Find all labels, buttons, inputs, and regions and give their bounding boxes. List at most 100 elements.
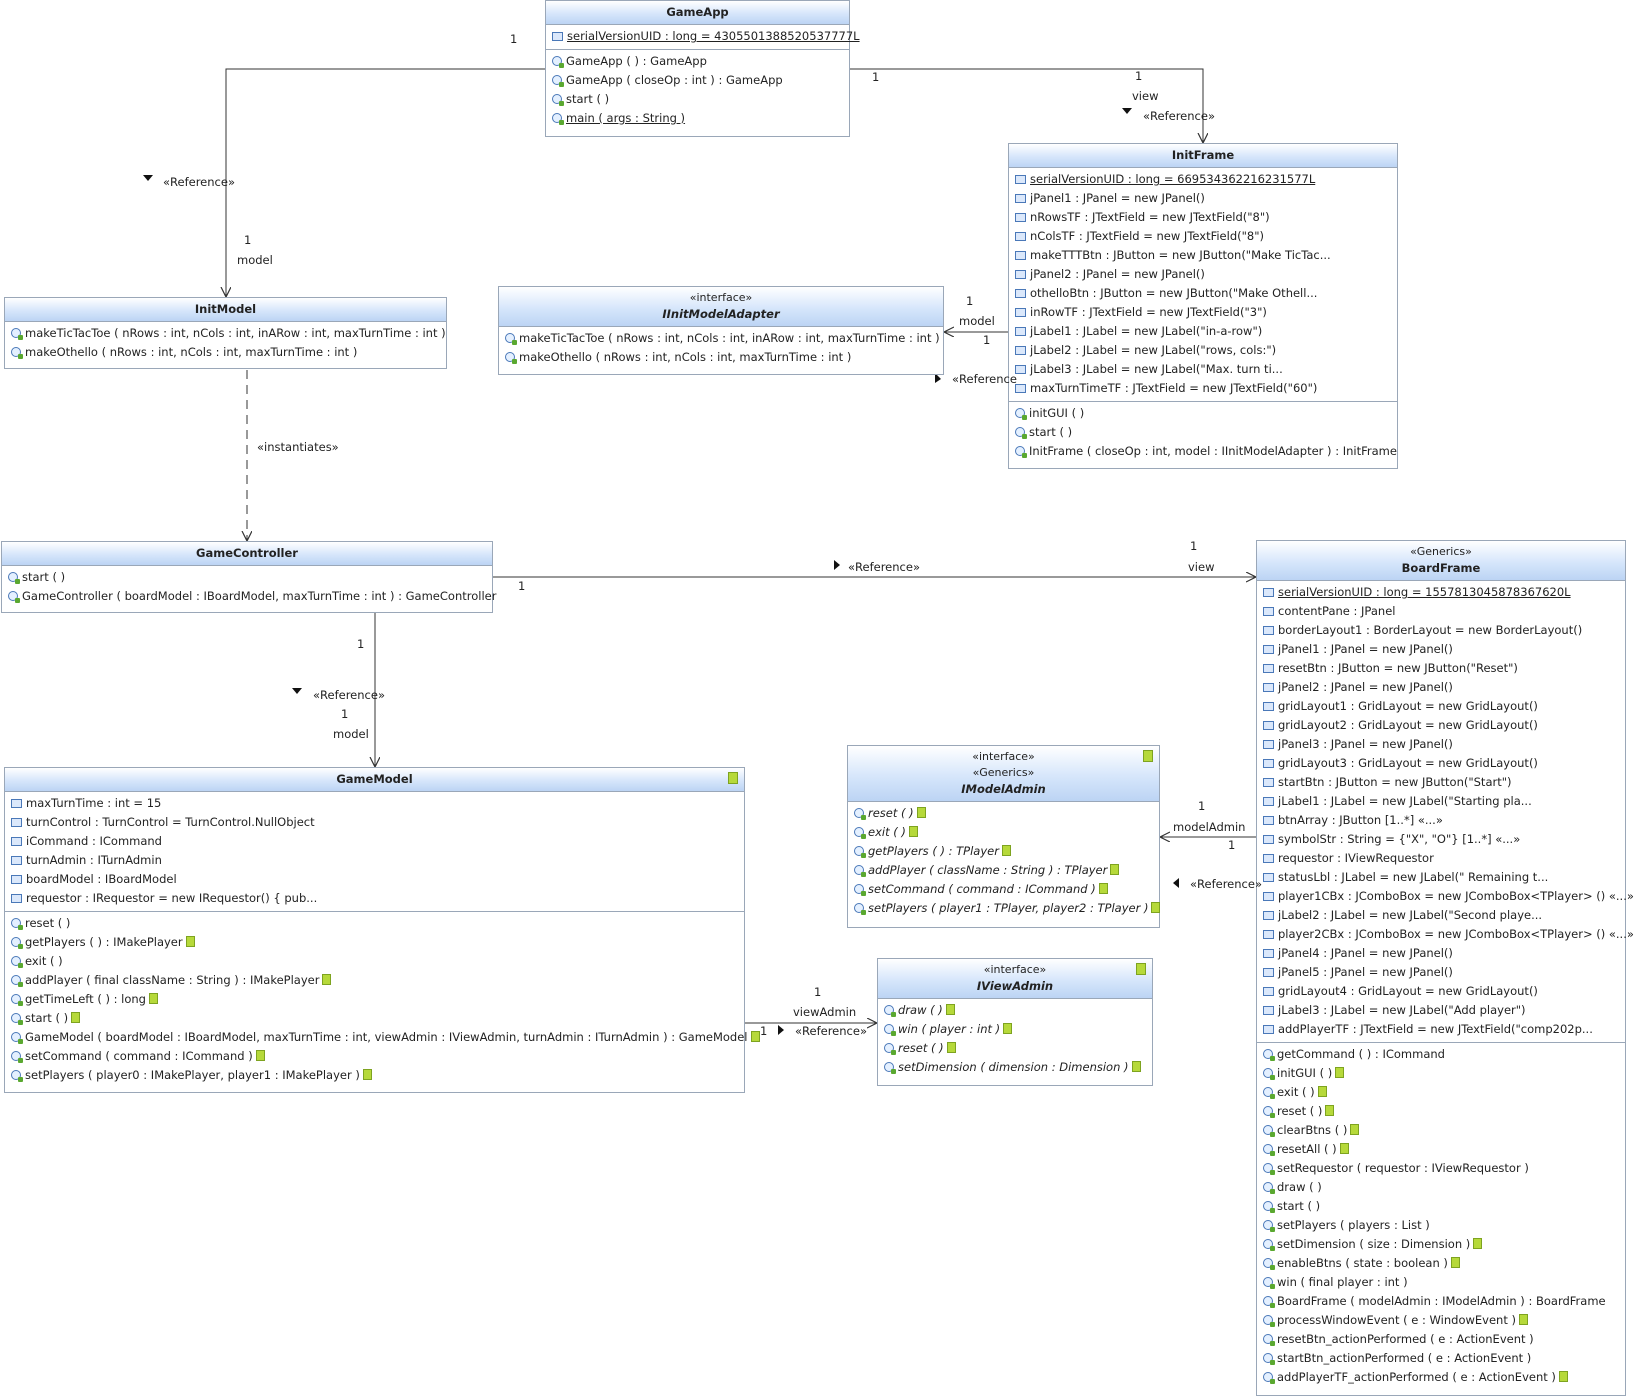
field-icon: [1263, 930, 1274, 939]
class-gamecontroller[interactable]: GameController start ( ) GameController …: [1, 541, 496, 613]
stereotype-label: «interface»: [983, 963, 1047, 976]
class-iinitmodeladapter[interactable]: «interface» IInitModelAdapter makeTicTac…: [498, 286, 944, 375]
field-row: othelloBtn : JButton = new JButton("Make…: [1009, 284, 1397, 303]
field-row: maxTurnTimeTF : JTextField = new JTextFi…: [1009, 379, 1397, 398]
method-icon: [11, 1051, 23, 1063]
method-icon: [854, 865, 866, 877]
multiplicity-label: 1: [814, 985, 822, 999]
field-row: jLabel1 : JLabel = new JLabel("in-a-row"…: [1009, 322, 1397, 341]
field-row: jPanel2 : JPanel = new JPanel(): [1009, 265, 1397, 284]
method-icon: [505, 333, 517, 345]
field-icon: [1263, 835, 1274, 844]
field-row: jPanel5 : JPanel = new JPanel(): [1257, 963, 1625, 982]
method-icon: [1263, 1125, 1275, 1137]
field-icon: [1263, 740, 1274, 749]
methods-section: initGUI ( ) start ( ) InitFrame ( closeO…: [1009, 401, 1397, 464]
field-row: jPanel1 : JPanel = new JPanel(): [1257, 640, 1625, 659]
note-icon: [1350, 1124, 1360, 1135]
method-icon: [1015, 446, 1027, 458]
note-icon: [945, 1004, 955, 1015]
field-icon: [11, 799, 22, 808]
field-icon: [11, 875, 22, 884]
multiplicity-label: 1: [510, 32, 518, 46]
stereotype-label: «interface»: [972, 750, 1035, 763]
class-initmodel[interactable]: InitModel makeTicTacToe ( nRows : int, n…: [4, 297, 447, 369]
field-row: boardModel : IBoardModel: [5, 870, 744, 889]
direction-triangle: [778, 1025, 784, 1035]
field-row: jPanel3 : JPanel = new JPanel(): [1257, 735, 1625, 754]
field-row: requestor : IViewRequestor: [1257, 849, 1625, 868]
class-boardframe[interactable]: «Generics» BoardFrame serialVersionUID :…: [1256, 540, 1634, 1396]
multiplicity-label: 1: [1190, 539, 1198, 553]
field-icon: [1015, 384, 1026, 393]
note-icon: [1518, 1314, 1528, 1325]
method-row: enableBtns ( state : boolean ): [1257, 1254, 1625, 1273]
note-icon: [1325, 1105, 1335, 1116]
method-row: resetBtn_actionPerformed ( e : ActionEve…: [1257, 1330, 1625, 1349]
method-row: exit ( ): [848, 823, 1159, 842]
field-icon: [11, 818, 22, 827]
class-gamemodel[interactable]: GameModel maxTurnTime : int = 15 turnCon…: [4, 767, 760, 1093]
method-row: setRequestor ( requestor : IViewRequesto…: [1257, 1159, 1625, 1178]
field-icon: [1015, 213, 1026, 222]
field-row: turnControl : TurnControl = TurnControl.…: [5, 813, 744, 832]
note-icon: [71, 1012, 81, 1023]
method-row: setCommand ( command : ICommand ): [5, 1047, 744, 1066]
field-row: jPanel1 : JPanel = new JPanel(): [1009, 189, 1397, 208]
method-row: GameController ( boardModel : IBoardMode…: [2, 587, 496, 606]
method-row: main ( args : String ): [546, 109, 849, 128]
class-header: «Generics» BoardFrame: [1257, 541, 1625, 581]
class-imodeladmin[interactable]: «interface» «Generics» IModelAdmin reset…: [847, 745, 1161, 928]
field-icon: [1263, 1025, 1274, 1034]
method-row: exit ( ): [5, 952, 744, 971]
method-icon: [884, 1024, 896, 1036]
method-row: setDimension ( size : Dimension ): [1257, 1235, 1625, 1254]
method-row: start ( ): [5, 1009, 744, 1028]
method-row: draw ( ): [878, 1001, 1152, 1020]
method-row: setPlayers ( players : List ): [1257, 1216, 1625, 1235]
method-row: getTimeLeft ( ) : long: [5, 990, 744, 1009]
field-row: inRowTF : JTextField = new JTextField("3…: [1009, 303, 1397, 322]
method-row: makeTicTacToe ( nRows : int, nCols : int…: [5, 324, 446, 343]
note-icon: [1473, 1238, 1483, 1249]
method-row: setPlayers ( player1 : TPlayer, player2 …: [848, 899, 1161, 918]
multiplicity-label: 1: [872, 70, 880, 84]
method-row: win ( final player : int ): [1257, 1273, 1625, 1292]
method-row: setCommand ( command : ICommand ): [848, 880, 1159, 899]
method-icon: [854, 846, 866, 858]
field-row: jLabel1 : JLabel = new JLabel("Starting …: [1257, 792, 1625, 811]
field-icon: [1263, 664, 1274, 673]
field-icon: [552, 32, 563, 41]
class-name: InitModel: [194, 302, 257, 316]
stereotype-label: «Reference»: [163, 175, 235, 189]
method-row: getCommand ( ) : ICommand: [1257, 1045, 1625, 1064]
class-header: GameModel: [5, 768, 744, 792]
method-icon: [552, 113, 564, 125]
direction-triangle: [1122, 108, 1132, 114]
note-icon: [322, 974, 332, 985]
method-icon: [1263, 1163, 1275, 1175]
method-row: makeTicTacToe ( nRows : int, nCols : int…: [499, 329, 943, 348]
class-name: IInitModelAdapter: [662, 307, 780, 321]
class-gameapp[interactable]: GameApp serialVersionUID : long = 430550…: [545, 0, 860, 137]
note-icon: [1151, 902, 1161, 913]
class-header: «interface» IViewAdmin: [878, 959, 1152, 999]
method-icon: [1263, 1334, 1275, 1346]
method-row: start ( ): [1009, 423, 1397, 442]
class-iviewadmin[interactable]: «interface» IViewAdmin draw ( ) win ( pl…: [877, 958, 1153, 1086]
field-icon: [11, 856, 22, 865]
class-initframe[interactable]: InitFrame serialVersionUID : long = 6695…: [1008, 143, 1398, 469]
method-row: getPlayers ( ) : IMakePlayer: [5, 933, 744, 952]
stereotype-label: «Reference»: [313, 688, 385, 702]
field-icon: [1015, 308, 1026, 317]
methods-section: start ( ) GameController ( boardModel : …: [2, 566, 496, 609]
note-icon: [1003, 1023, 1013, 1034]
field-row: maxTurnTime : int = 15: [5, 794, 744, 813]
method-icon: [1263, 1049, 1275, 1061]
method-icon: [854, 808, 866, 820]
field-row: nColsTF : JTextField = new JTextField("8…: [1009, 227, 1397, 246]
method-icon: [1263, 1220, 1275, 1232]
method-icon: [1263, 1182, 1275, 1194]
stereotype-label: «Reference»: [795, 1024, 867, 1038]
